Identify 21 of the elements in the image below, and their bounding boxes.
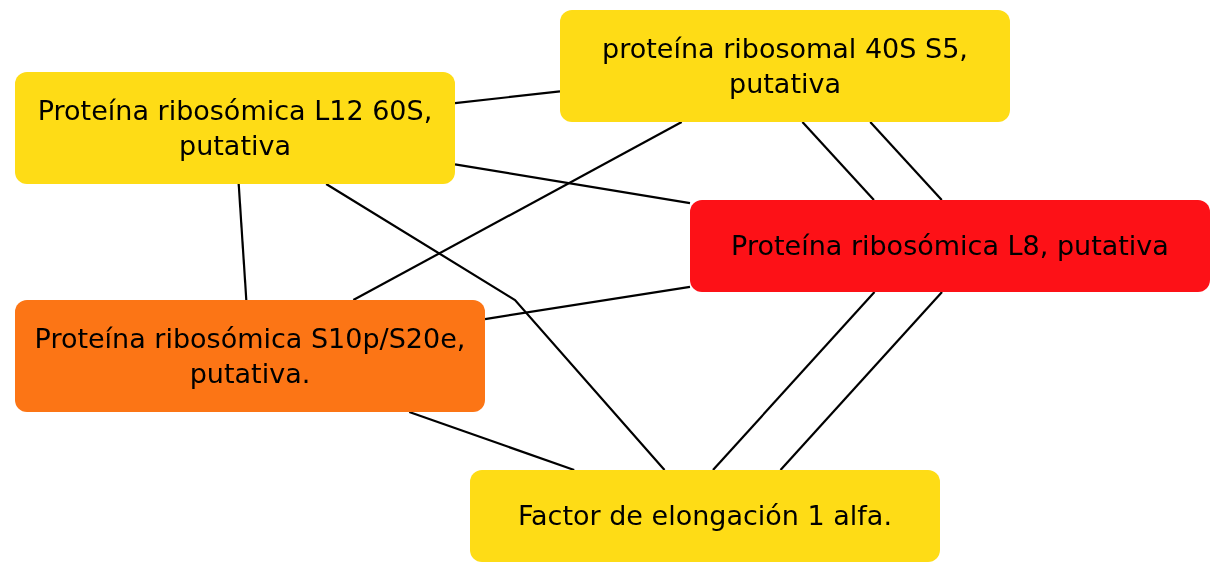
protein-node bbox=[690, 200, 1210, 292]
interaction-line bbox=[801, 121, 875, 201]
protein-node bbox=[15, 72, 455, 184]
interaction-line bbox=[484, 285, 691, 321]
protein-node bbox=[15, 300, 485, 412]
interaction-line bbox=[325, 183, 666, 471]
protein-label: proteína ribosomal 40S S5, putativa bbox=[601, 31, 969, 101]
interaction-line bbox=[779, 291, 943, 471]
interaction-line bbox=[712, 291, 876, 471]
interaction-line bbox=[454, 163, 691, 205]
protein-label: Factor de elongación 1 alfa. bbox=[518, 499, 892, 534]
protein-label: Proteína ribosómica L8, putativa bbox=[731, 229, 1169, 264]
protein-node bbox=[470, 470, 940, 562]
protein-label: Proteína ribosómica S10p/S20e, putativa. bbox=[33, 321, 467, 391]
interaction-line bbox=[237, 183, 248, 301]
protein-label: Proteína ribosómica L12 60S, putativa bbox=[36, 93, 434, 163]
interaction-line bbox=[408, 410, 575, 472]
interaction-line bbox=[869, 121, 943, 201]
interaction-line bbox=[352, 121, 683, 301]
interaction-line bbox=[454, 90, 561, 105]
protein-node bbox=[560, 10, 1010, 122]
